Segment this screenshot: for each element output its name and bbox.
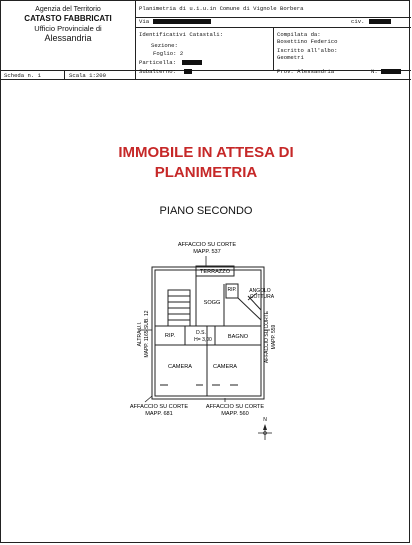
- redacted-particella: [182, 60, 202, 65]
- compass-icon: N: [258, 417, 272, 440]
- left-side-label-2: MAPP. 1165 SUB. 12: [144, 310, 150, 357]
- notice-line-2: PLANIMETRIA: [154, 164, 258, 181]
- ds-label: D.S.: [196, 330, 206, 336]
- particella-label: Particella:: [139, 59, 176, 66]
- bottom-right-label-1: AFFACCIO SU CORTE: [206, 404, 265, 410]
- header-rule: [1, 79, 411, 80]
- redacted-address: [153, 19, 211, 24]
- office-label: Ufficio Provinciale di: [34, 24, 102, 33]
- office-city: Alessandria: [44, 33, 92, 43]
- top-facing-label-1: AFFACCIO SU CORTE: [178, 242, 237, 248]
- agency-name: Agenzia del Territorio: [35, 6, 101, 13]
- redacted-registration-number: [381, 69, 401, 74]
- redacted-civic-number: [369, 19, 391, 24]
- scheda-label: Scheda n. 1: [4, 72, 41, 79]
- header-divider: [273, 27, 274, 70]
- compilata-name: Bosettino Federico: [277, 38, 338, 45]
- iscritto-value: Geometri: [277, 54, 304, 61]
- header-divider: [135, 1, 136, 70]
- header-rule: [1, 70, 411, 71]
- camera-left-label: CAMERA: [168, 364, 192, 370]
- prov-label: Prov. Alessandria: [277, 68, 335, 75]
- foglio-label: Foglio: 2: [153, 50, 184, 57]
- compass-north-label: N: [263, 417, 267, 423]
- bottom-left-label-1: AFFACCIO SU CORTE: [130, 404, 189, 410]
- sogg-label: SOGG: [204, 300, 221, 306]
- agency-block: Agenzia del Territorio CATASTO FABBRICAT…: [5, 5, 131, 44]
- bottom-right-label-2: MAPP. 560: [221, 411, 249, 417]
- iscritto-label: Iscritto all'albo:: [277, 47, 338, 54]
- subalterno-label: Subalterno:: [139, 68, 176, 75]
- right-side-label-2: MAPP. 559: [271, 324, 277, 349]
- bagno-label: BAGNO: [228, 334, 249, 340]
- terrace-outline: [195, 265, 235, 277]
- header-rule: [135, 17, 411, 18]
- ident-label: Identificativi Catastali:: [139, 31, 223, 38]
- n-label: N.: [371, 68, 378, 75]
- registry-name: CATASTO FABBRICATI: [24, 14, 112, 23]
- rip-left-label: RIP.: [165, 333, 176, 339]
- civ-label: civ.: [351, 18, 365, 25]
- via-label: Via: [139, 18, 150, 25]
- terrazzo-label: TERRAZZO: [200, 269, 231, 275]
- compilata-label: Compilata da:: [277, 31, 321, 38]
- header-divider: [135, 70, 136, 79]
- top-facing-label-2: MAPP. 537: [193, 249, 221, 255]
- bottom-left-label-2: MAPP. 681: [145, 411, 173, 417]
- left-side-label-1: ALTRA U.I.: [137, 322, 143, 347]
- camera-right-label: CAMERA: [213, 364, 237, 370]
- height-label: H= 3,00: [194, 337, 212, 343]
- inner-wall: [154, 269, 262, 397]
- rip-top-outline: [225, 283, 239, 299]
- scala-label: Scala 1:200: [69, 72, 106, 79]
- floor-label: PIANO SECONDO: [159, 205, 253, 217]
- notice-line-1: IMMOBILE IN ATTESA DI: [118, 144, 294, 161]
- rip-top-label: RIP.: [227, 287, 236, 293]
- right-side-label-1: AFFACCIO SU CORTE: [264, 310, 270, 363]
- angolo-label-1: ANGOLO: [249, 288, 271, 294]
- header-divider: [64, 70, 65, 79]
- sezione-label: Sezione:: [151, 42, 178, 49]
- plan-title: Planimetria di u.i.u.in Comune di Vignol…: [139, 5, 304, 12]
- angolo-label-2: COTTURA: [250, 294, 275, 300]
- redacted-subalterno: [184, 69, 192, 74]
